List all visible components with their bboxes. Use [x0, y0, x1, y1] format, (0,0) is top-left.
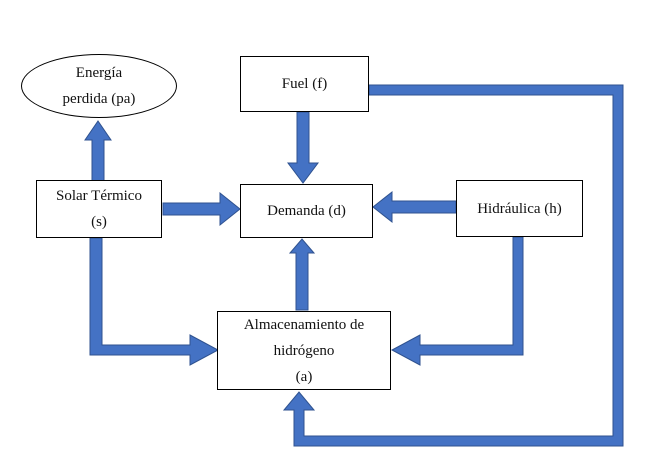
arrow-hidraulica-to-almacenamiento-icon — [390, 236, 524, 366]
node-demanda-label: Demanda (d) — [267, 203, 346, 219]
node-energia-perdida: Energía perdida (pa) — [21, 54, 177, 118]
node-solar-termico-label: Solar Térmico (s) — [56, 188, 142, 230]
node-fuel-label: Fuel (f) — [281, 76, 328, 92]
node-hidraulica-label: Hidráulica (h) — [477, 200, 562, 217]
arrow-fuel-to-demanda-icon — [287, 111, 319, 184]
arrow-solar-to-almacenamiento-icon — [89, 237, 220, 366]
arrow-fuel-to-almacenamiento-icon — [282, 84, 624, 447]
node-fuel: Fuel (f) — [240, 56, 369, 112]
arrow-almacenamiento-to-demanda-icon — [288, 238, 316, 311]
node-almacenamiento-hidrogeno-label: Almacenamiento de hidrógeno (a) — [243, 316, 365, 385]
node-demanda: Demanda (d) — [240, 184, 373, 238]
node-energia-perdida-label: Energía perdida (pa) — [62, 65, 136, 107]
node-hidraulica: Hidráulica (h) — [456, 180, 583, 237]
arrow-hidraulica-to-demanda-icon — [372, 190, 457, 224]
arrow-solar-to-energia-perdida-icon — [84, 120, 112, 182]
arrow-solar-to-demanda-icon — [162, 191, 241, 227]
node-almacenamiento-hidrogeno: Almacenamiento de hidrógeno (a) — [217, 311, 391, 390]
node-solar-termico: Solar Térmico (s) — [36, 180, 162, 238]
